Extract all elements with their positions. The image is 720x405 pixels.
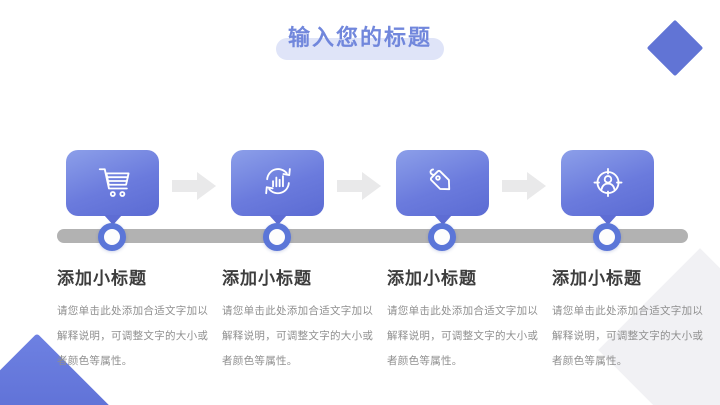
timeline-node-1 bbox=[98, 223, 126, 251]
step-bubble-1 bbox=[66, 150, 159, 216]
step-bubble-3 bbox=[396, 150, 489, 216]
step-bubble-2 bbox=[231, 150, 324, 216]
step-text-3: 添加小标题 请您单击此处添加合适文字加以解释说明，可调整文字的大小或者颜色等属性… bbox=[387, 268, 539, 374]
shopping-cart-icon bbox=[91, 161, 135, 205]
timeline-bar bbox=[57, 229, 688, 243]
step-heading: 添加小标题 bbox=[57, 269, 147, 288]
title-highlight-pill bbox=[275, 38, 444, 60]
step-text-2: 添加小标题 请您单击此处添加合适文字加以解释说明，可调整文字的大小或者颜色等属性… bbox=[222, 268, 374, 374]
timeline-node-2 bbox=[263, 223, 291, 251]
step-description: 请您单击此处添加合适文字加以解释说明，可调整文字的大小或者颜色等属性。 bbox=[552, 305, 704, 367]
step-description: 请您单击此处添加合适文字加以解释说明，可调整文字的大小或者颜色等属性。 bbox=[387, 305, 539, 367]
timeline-node-4 bbox=[593, 223, 621, 251]
title-block: 输入您的标题 bbox=[0, 20, 720, 60]
step-bubble-4 bbox=[561, 150, 654, 216]
slide-title: 输入您的标题 bbox=[287, 25, 432, 50]
arrow-right-icon bbox=[502, 170, 547, 202]
step-description: 请您单击此处添加合适文字加以解释说明，可调整文字的大小或者颜色等属性。 bbox=[57, 305, 209, 367]
step-text-1: 添加小标题 请您单击此处添加合适文字加以解释说明，可调整文字的大小或者颜色等属性… bbox=[57, 268, 209, 374]
arrow-right-icon bbox=[172, 170, 217, 202]
timeline-node-3 bbox=[428, 223, 456, 251]
step-text-4: 添加小标题 请您单击此处添加合适文字加以解释说明，可调整文字的大小或者颜色等属性… bbox=[552, 268, 704, 374]
target-user-icon bbox=[586, 161, 630, 205]
sync-chart-icon bbox=[256, 161, 300, 205]
arrow-right-icon bbox=[337, 170, 382, 202]
step-heading: 添加小标题 bbox=[387, 269, 477, 288]
step-description: 请您单击此处添加合适文字加以解释说明，可调整文字的大小或者颜色等属性。 bbox=[222, 305, 374, 367]
step-heading: 添加小标题 bbox=[222, 269, 312, 288]
step-heading: 添加小标题 bbox=[552, 269, 642, 288]
price-tag-icon bbox=[421, 161, 465, 205]
